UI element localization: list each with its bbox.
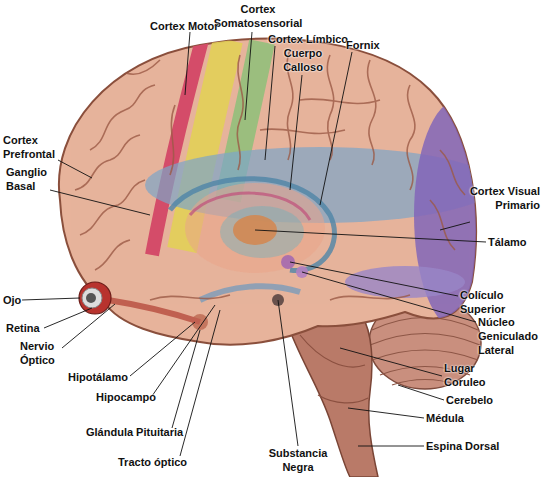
gyri — [75, 50, 465, 300]
part-label: Lugar Coruleo — [444, 361, 500, 389]
part-label: Cerebelo — [446, 393, 511, 407]
leader-lines — [22, 32, 486, 456]
part-label: Substancia Negra — [258, 446, 338, 474]
part-label: Colículo Superior — [460, 288, 522, 316]
part-label: Cuerpo Calloso — [274, 46, 332, 74]
part-label: Hipotálamo — [68, 370, 143, 384]
part-label: Médula — [426, 411, 486, 425]
part-label: Cortex Visual Primario — [468, 184, 540, 212]
part-label: Retina — [6, 321, 51, 335]
part-label: Espina Dorsal — [426, 439, 521, 453]
cortex-regions — [145, 40, 502, 330]
part-label: Tracto óptico — [118, 455, 213, 469]
part-label: Cortex Prefrontal — [3, 133, 63, 161]
part-label: Ganglio Basal — [6, 165, 56, 193]
part-label: Cortex Somatosensorial — [212, 2, 304, 30]
part-label: Cortex Motor — [150, 19, 230, 33]
part-label: Glándula Pituitaria — [86, 425, 211, 439]
part-label: Nervio Óptico — [20, 339, 72, 367]
eye — [79, 282, 200, 322]
part-label: Núcleo Geniculado Lateral — [478, 315, 544, 357]
part-label: Hipocampo — [96, 390, 171, 404]
part-label: Fornix — [346, 38, 396, 52]
part-label: Ojo — [3, 293, 33, 307]
part-label: Tálamo — [488, 235, 540, 249]
